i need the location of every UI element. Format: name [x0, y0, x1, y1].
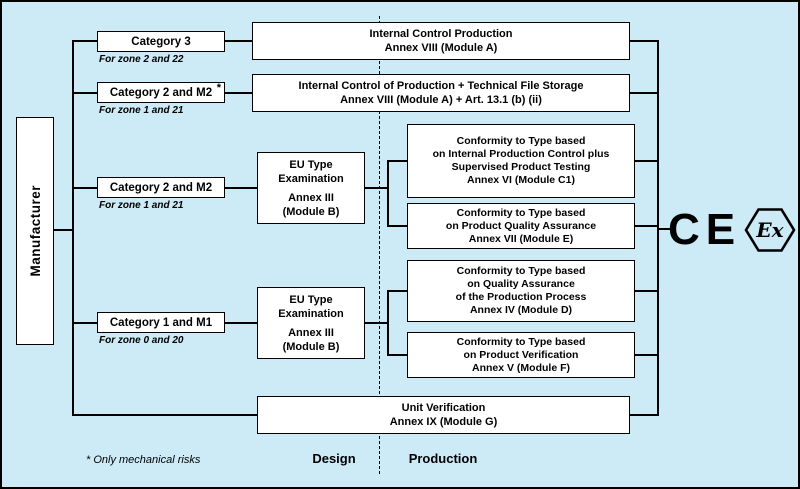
- module-a-annex: Annex VIII (Module A): [384, 42, 498, 54]
- connector-to-f: [387, 354, 407, 356]
- module-d-line1: Conformity to Type based: [456, 265, 586, 277]
- branch-line-lower: [387, 290, 389, 356]
- eu-type-exam-upper-box: EU Type Examination Annex III (Module B): [257, 152, 365, 224]
- connector-row4-split-stub: [365, 322, 389, 324]
- design-production-divider: [379, 16, 380, 474]
- module-c1-line3: Supervised Product Testing: [451, 161, 591, 173]
- connector-to-d: [387, 290, 407, 292]
- stub-module-f: [635, 354, 659, 356]
- connector-row4-left: [72, 322, 97, 324]
- module-f-line1: Conformity to Type based: [456, 335, 586, 348]
- connector-row2-left: [72, 92, 97, 94]
- connector-row1-left: [72, 40, 97, 42]
- stub-module-a: [630, 40, 659, 42]
- eu-type-exam-lower-box: EU Type Examination Annex III (Module B): [257, 287, 365, 359]
- module-e-line1: Conformity to Type based: [456, 206, 586, 219]
- eu-type-lower-line3: Annex III: [288, 326, 334, 339]
- eu-type-upper-line3: Annex III: [288, 191, 334, 204]
- connector-row1-right: [225, 40, 252, 42]
- module-g-annex: Annex IX (Module G): [389, 416, 498, 428]
- module-a-tfs-annex: Annex VIII (Module A) + Art. 13.1 (b) (i…: [340, 94, 542, 106]
- module-a-box: Internal Control Production Annex VIII (…: [252, 22, 630, 60]
- stub-module-d: [635, 290, 659, 292]
- module-f-annex: Annex V (Module F): [472, 361, 570, 374]
- stub-module-g: [630, 414, 659, 416]
- category-3-box: Category 3: [97, 31, 225, 52]
- module-c1-box: Conformity to Type based on Internal Pro…: [407, 124, 635, 198]
- ex-label: Ex: [755, 218, 784, 242]
- module-f-line2: on Product Verification: [463, 348, 579, 361]
- eu-type-lower-line2: Examination: [278, 307, 344, 320]
- module-c1-line1: Conformity to Type based: [456, 135, 586, 147]
- category-3-note: For zone 2 and 22: [99, 54, 184, 65]
- module-a-title: Internal Control Production: [369, 28, 513, 40]
- manufacturer-box: Manufacturer: [16, 117, 54, 345]
- category-2-m2-upper-box: Category 2 and M2 *: [97, 82, 225, 103]
- stub-module-c1: [635, 160, 659, 162]
- production-label: Production: [408, 451, 478, 466]
- connector-row4-mid: [225, 322, 257, 324]
- manufacturer-label: Manufacturer: [27, 185, 43, 277]
- eu-type-upper-line2: Examination: [278, 172, 344, 185]
- asterisk-mark: *: [216, 82, 221, 94]
- category-1-m1-note: For zone 0 and 20: [99, 335, 184, 346]
- connector-row2-right: [225, 92, 252, 94]
- ce-mark: CE: [668, 205, 742, 254]
- module-c1-line2: on Internal Production Control plus: [432, 148, 610, 160]
- connector-to-e: [387, 225, 407, 227]
- eu-type-lower-line1: EU Type: [289, 293, 333, 306]
- connector-row5-left: [72, 414, 257, 416]
- eu-type-lower-line4: (Module B): [282, 340, 340, 353]
- module-d-box: Conformity to Type based on Quality Assu…: [407, 260, 635, 322]
- category-2-m2-lower-box: Category 2 and M2: [97, 177, 225, 198]
- module-d-line2: on Quality Assurance: [467, 278, 575, 290]
- module-c1-annex: Annex VI (Module C1): [467, 174, 575, 186]
- ex-hexagon-mark: Ex: [744, 208, 796, 252]
- stub-module-e: [635, 225, 659, 227]
- module-a-tfs-box: Internal Control of Production + Technic…: [252, 74, 630, 112]
- connector-row3-mid: [225, 187, 257, 189]
- module-e-annex: Annex VII (Module E): [468, 232, 574, 245]
- connector-to-ce-mark: [657, 228, 670, 230]
- design-label: Design: [312, 451, 356, 466]
- module-g-title: Unit Verification: [401, 402, 486, 414]
- module-d-annex: Annex IV (Module D): [469, 304, 573, 316]
- connector-manufacturer-trunk: [54, 229, 73, 231]
- category-3-label: Category 3: [131, 35, 191, 48]
- connector-to-c1: [387, 160, 407, 162]
- connector-row3-split-stub: [365, 187, 389, 189]
- category-2-m2-upper-note: For zone 1 and 21: [99, 105, 184, 116]
- module-d-line3: of the Production Process: [455, 291, 587, 303]
- hexagon-outline: [744, 208, 796, 252]
- module-e-line2: on Product Quality Assurance: [445, 219, 597, 232]
- branch-line-upper: [387, 160, 389, 227]
- module-a-tfs-title: Internal Control of Production + Technic…: [298, 80, 584, 92]
- eu-type-upper-line1: EU Type: [289, 158, 333, 171]
- category-1-m1-label: Category 1 and M1: [109, 316, 213, 329]
- category-1-m1-box: Category 1 and M1: [97, 312, 225, 333]
- trunk-line-left: [72, 40, 74, 416]
- category-2-m2-upper-label: Category 2 and M2: [109, 86, 213, 99]
- stub-module-a-tfs: [630, 92, 659, 94]
- category-2-m2-lower-label: Category 2 and M2: [109, 181, 213, 194]
- module-g-box: Unit Verification Annex IX (Module G): [257, 396, 630, 434]
- eu-type-upper-line4: (Module B): [282, 205, 340, 218]
- module-e-box: Conformity to Type based on Product Qual…: [407, 203, 635, 249]
- mechanical-risks-note: * Only mechanical risks: [86, 454, 201, 466]
- module-f-box: Conformity to Type based on Product Veri…: [407, 332, 635, 378]
- category-2-m2-lower-note: For zone 1 and 21: [99, 200, 184, 211]
- connector-row3-left: [72, 187, 97, 189]
